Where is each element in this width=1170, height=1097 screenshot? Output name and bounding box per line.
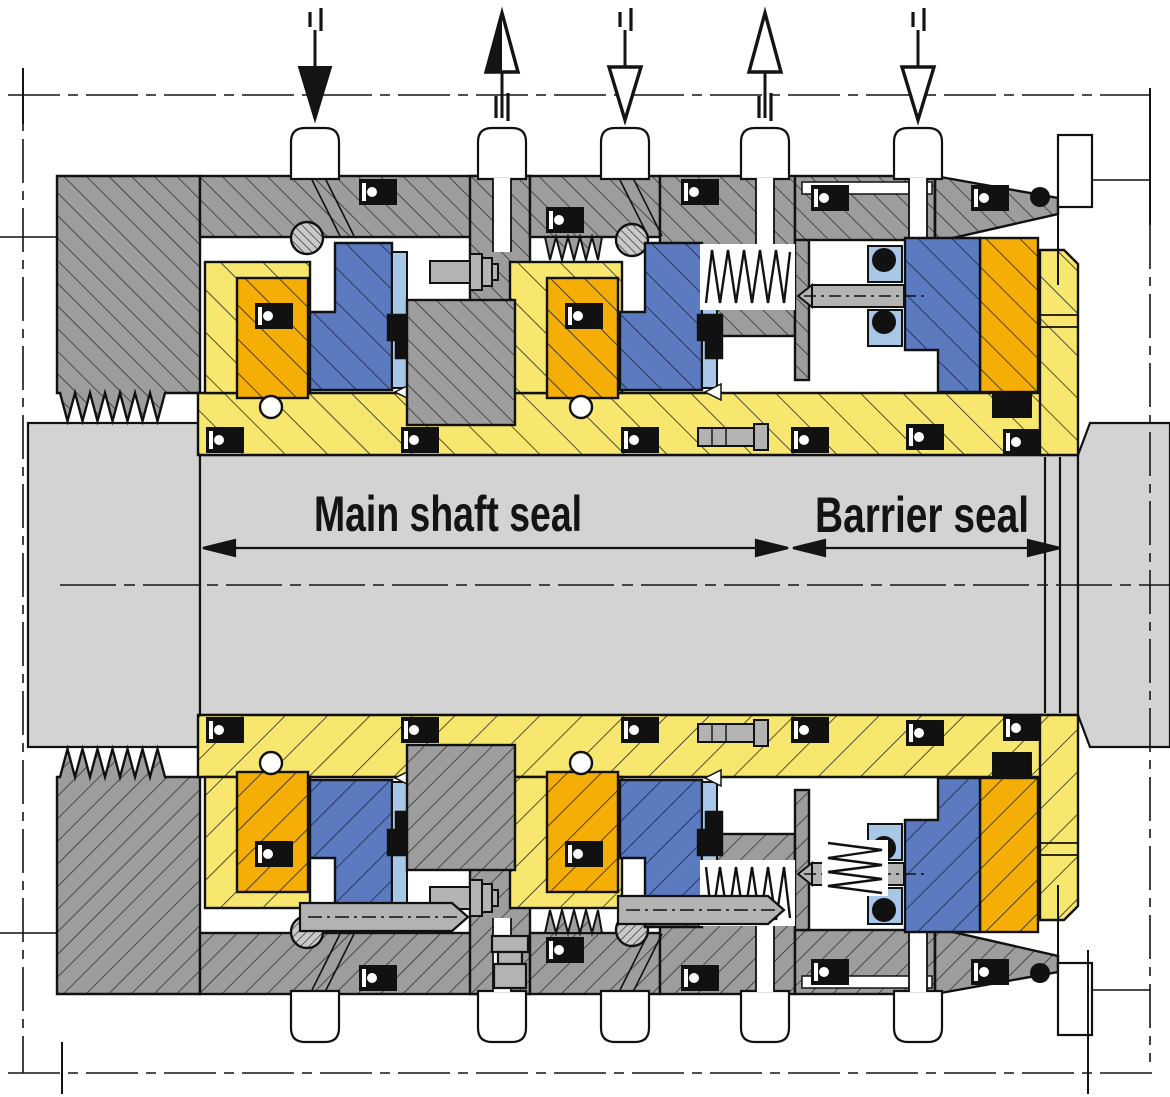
reference-lines: [8, 68, 1170, 1094]
dimension-annotations: Main shaft seal Barrier seal: [202, 486, 1061, 558]
flow-arrow-in-outline-2: [899, 8, 937, 126]
drive-pin-lower-1: [298, 901, 470, 933]
barrier-seal-label: Barrier seal: [815, 487, 1029, 543]
shaft: [26, 421, 1170, 749]
flow-arrows: [297, 6, 937, 126]
flow-arrow-out-halffilled: [483, 6, 521, 121]
main-shaft-seal-label: Main shaft seal: [314, 486, 582, 542]
cartridge-bottom-half: [0, 713, 1152, 1044]
vertical-stud: [490, 934, 530, 990]
coil-spring-barrier-lower: [822, 840, 888, 896]
flow-arrow-in-outline-1: [606, 8, 644, 126]
bottom-hardware: [298, 840, 888, 990]
dim-arrowhead: [1026, 538, 1061, 558]
cartridge-top-half: [0, 126, 1152, 457]
drive-pin-lower-2: [616, 894, 786, 926]
flow-arrow-out-outline: [746, 6, 784, 121]
flow-arrow-in-filled: [297, 8, 333, 124]
dim-arrowhead: [754, 538, 789, 558]
dim-arrowhead: [792, 538, 827, 558]
dim-arrowhead: [202, 538, 237, 558]
